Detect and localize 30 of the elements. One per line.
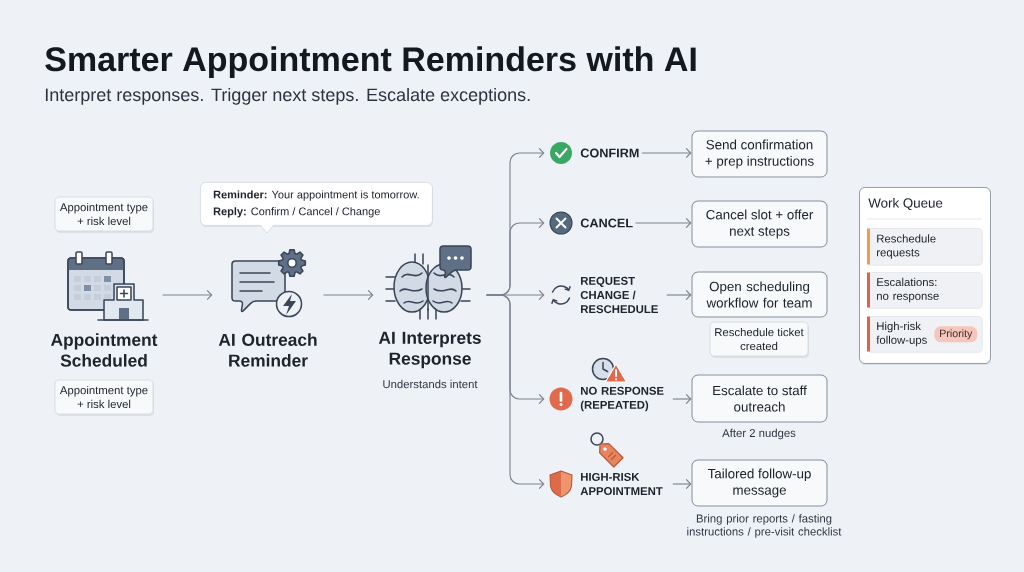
info-box: Reschedule ticket created (709, 321, 809, 358)
arrow (672, 393, 692, 405)
arrow (161, 289, 213, 301)
arrow (485, 294, 545, 490)
info-box: Appointment type + risk level (54, 196, 154, 233)
action-box: Escalate to staff outreach (691, 374, 828, 423)
status-label: CONFIRM (580, 148, 639, 158)
info-box: Appointment type + risk level (54, 379, 154, 416)
note-text: Understands intent (383, 379, 478, 389)
action-box: Tailored follow-up message (691, 459, 828, 507)
arrow (641, 147, 692, 159)
action-box: Cancel slot + offer next steps (691, 200, 828, 248)
step-title: AI Outreach Reminder (218, 333, 317, 367)
action-box: Open scheduling workflow for team (691, 271, 828, 318)
step-title: Appointment Scheduled (51, 333, 158, 367)
speech-bubble: Reminder: Your appointment is tomorrow. Reply: Confirm / Cancel / Change (200, 182, 433, 234)
status-label: REQUEST CHANGE / RESCHEDULE (580, 276, 658, 314)
arrow (666, 289, 692, 301)
subtitle: Interpret responses. Trigger next steps. Escalate exceptions. (45, 87, 530, 105)
status-label: HIGH-RISK APPOINTMENT (580, 472, 663, 496)
status-label: CANCEL (580, 218, 633, 228)
step-title: AI Interprets Response (378, 331, 481, 369)
title: Smarter Appointment Reminders with AI (45, 46, 696, 79)
arrow (672, 478, 692, 490)
status-label: NO RESPONSE (REPEATED) (580, 386, 664, 412)
arrow (322, 289, 374, 301)
note-text: Bring prior reports / fasting instructions / pre-visit checklist (687, 514, 842, 538)
arrow (635, 217, 692, 229)
note-text: After 2 nudges (722, 428, 796, 440)
action-box: Send confirmation + prep instructions (691, 130, 828, 178)
